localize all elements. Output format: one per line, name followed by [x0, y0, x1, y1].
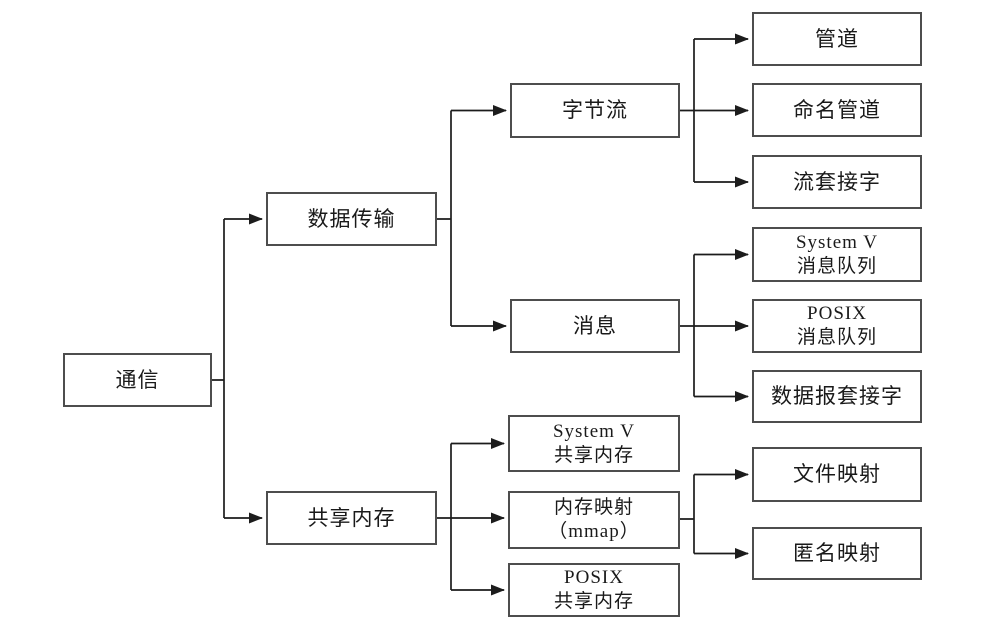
- node-posix-shared-memory: POSIX 共享内存: [508, 563, 680, 617]
- node-stream-socket: 流套接字: [752, 155, 922, 209]
- node-shared-memory: 共享内存: [266, 491, 437, 545]
- node-label: 流套接字: [793, 169, 881, 194]
- node-label: System V 共享内存: [552, 420, 636, 466]
- node-label: 内存映射 （mmap）: [548, 497, 640, 542]
- node-label: 消息: [573, 313, 617, 338]
- node-label: POSIX 消息队列: [796, 303, 877, 348]
- node-label: 匿名映射: [793, 541, 881, 566]
- node-named-pipe: 命名管道: [752, 83, 922, 137]
- node-memory-mapping: 内存映射 （mmap）: [508, 491, 680, 549]
- node-sysv-shared-memory: System V 共享内存: [508, 415, 680, 472]
- branch-message-spine: [680, 254, 695, 397]
- node-sysv-message-queue: System V 消息队列: [752, 227, 922, 282]
- node-pipe: 管道: [752, 12, 922, 66]
- node-label: 命名管道: [793, 97, 881, 122]
- node-label: 管道: [815, 26, 859, 51]
- node-message: 消息: [510, 299, 680, 353]
- branch-byte-stream-spine: [680, 39, 695, 182]
- node-posix-message-queue: POSIX 消息队列: [752, 299, 922, 353]
- node-label: System V 消息队列: [795, 231, 879, 277]
- node-communication: 通信: [63, 353, 212, 407]
- branch-data-transfer-spine: [437, 110, 452, 326]
- node-file-mapping: 文件映射: [752, 447, 922, 502]
- node-anonymous-mapping: 匿名映射: [752, 527, 922, 580]
- node-label: 共享内存: [307, 505, 396, 530]
- node-byte-stream: 字节流: [510, 83, 680, 138]
- node-label: 通信: [115, 367, 160, 392]
- node-label: 字节流: [562, 98, 628, 123]
- branch-root-spine: [212, 219, 225, 518]
- node-data-transfer: 数据传输: [266, 192, 437, 246]
- branch-shared-memory-spine: [437, 443, 452, 590]
- node-label: 文件映射: [793, 462, 881, 487]
- branch-mmap-spine: [680, 474, 695, 554]
- node-label: 数据传输: [307, 206, 396, 231]
- node-datagram-socket: 数据报套接字: [752, 370, 922, 423]
- node-label: 数据报套接字: [771, 384, 903, 409]
- node-label: POSIX 共享内存: [553, 567, 634, 612]
